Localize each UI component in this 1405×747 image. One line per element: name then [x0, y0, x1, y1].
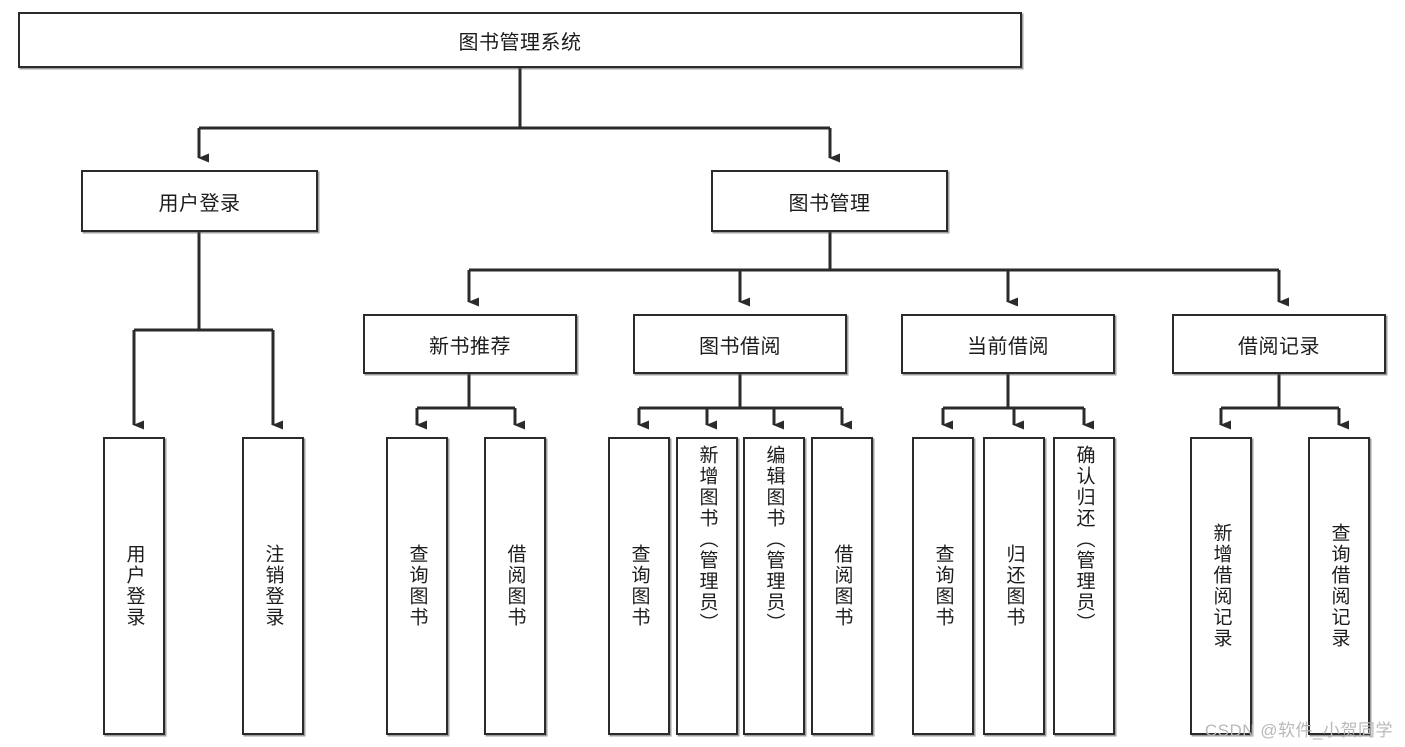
node-root-label: 图书管理系统 [458, 31, 582, 54]
node-leaf-borrow-book-label: 借阅图书 [831, 544, 853, 628]
node-leaf-query-book-current-label: 查询图书 [932, 544, 954, 628]
node-leaf-user-logout[interactable]: 注销登录 [242, 437, 304, 735]
node-user-login[interactable]: 用户登录 [81, 170, 318, 232]
node-leaf-query-book-rec-label: 查询图书 [406, 544, 428, 628]
node-leaf-return-book-label: 归还图书 [1003, 544, 1025, 628]
node-leaf-edit-book-admin-label: 编辑图书（管理员） [763, 445, 785, 634]
node-leaf-query-book-current[interactable]: 查询图书 [912, 437, 974, 735]
node-leaf-query-book-borrow[interactable]: 查询图书 [608, 437, 670, 735]
node-leaf-user-login[interactable]: 用户登录 [103, 437, 165, 735]
node-leaf-add-book-admin-label: 新增图书（管理员） [696, 445, 718, 634]
node-book-manage[interactable]: 图书管理 [711, 170, 948, 232]
node-leaf-query-book-rec[interactable]: 查询图书 [386, 437, 448, 735]
node-leaf-borrow-book[interactable]: 借阅图书 [811, 437, 873, 735]
node-leaf-borrow-book-rec[interactable]: 借阅图书 [484, 437, 546, 735]
node-new-book-rec-label: 新书推荐 [429, 335, 511, 358]
node-book-manage-label: 图书管理 [788, 192, 871, 215]
node-leaf-return-book[interactable]: 归还图书 [983, 437, 1045, 735]
node-leaf-user-login-label: 用户登录 [123, 544, 145, 628]
node-book-borrow-label: 图书借阅 [699, 335, 781, 358]
node-user-login-label: 用户登录 [158, 192, 241, 215]
node-borrow-record[interactable]: 借阅记录 [1172, 314, 1386, 374]
csdn-watermark: CSDN @软件_小贺同学 [1204, 721, 1393, 740]
node-leaf-add-borrow-record[interactable]: 新增借阅记录 [1190, 437, 1252, 735]
node-leaf-borrow-book-rec-label: 借阅图书 [504, 544, 526, 628]
node-leaf-add-book-admin[interactable]: 新增图书（管理员） [676, 437, 738, 735]
node-leaf-edit-book-admin[interactable]: 编辑图书（管理员） [743, 437, 805, 735]
node-new-book-rec[interactable]: 新书推荐 [363, 314, 577, 374]
node-book-borrow[interactable]: 图书借阅 [633, 314, 847, 374]
node-root[interactable]: 图书管理系统 [18, 12, 1022, 68]
node-leaf-query-borrow-record-label: 查询借阅记录 [1328, 523, 1350, 649]
node-leaf-user-logout-label: 注销登录 [262, 544, 284, 628]
node-current-borrow[interactable]: 当前借阅 [901, 314, 1115, 374]
node-borrow-record-label: 借阅记录 [1238, 335, 1320, 358]
node-leaf-query-borrow-record[interactable]: 查询借阅记录 [1308, 437, 1370, 735]
node-current-borrow-label: 当前借阅 [967, 335, 1049, 358]
node-leaf-confirm-return-admin-label: 确认归还（管理员） [1073, 445, 1095, 634]
node-leaf-query-book-borrow-label: 查询图书 [628, 544, 650, 628]
node-leaf-add-borrow-record-label: 新增借阅记录 [1210, 523, 1232, 649]
node-leaf-confirm-return-admin[interactable]: 确认归还（管理员） [1053, 437, 1115, 735]
